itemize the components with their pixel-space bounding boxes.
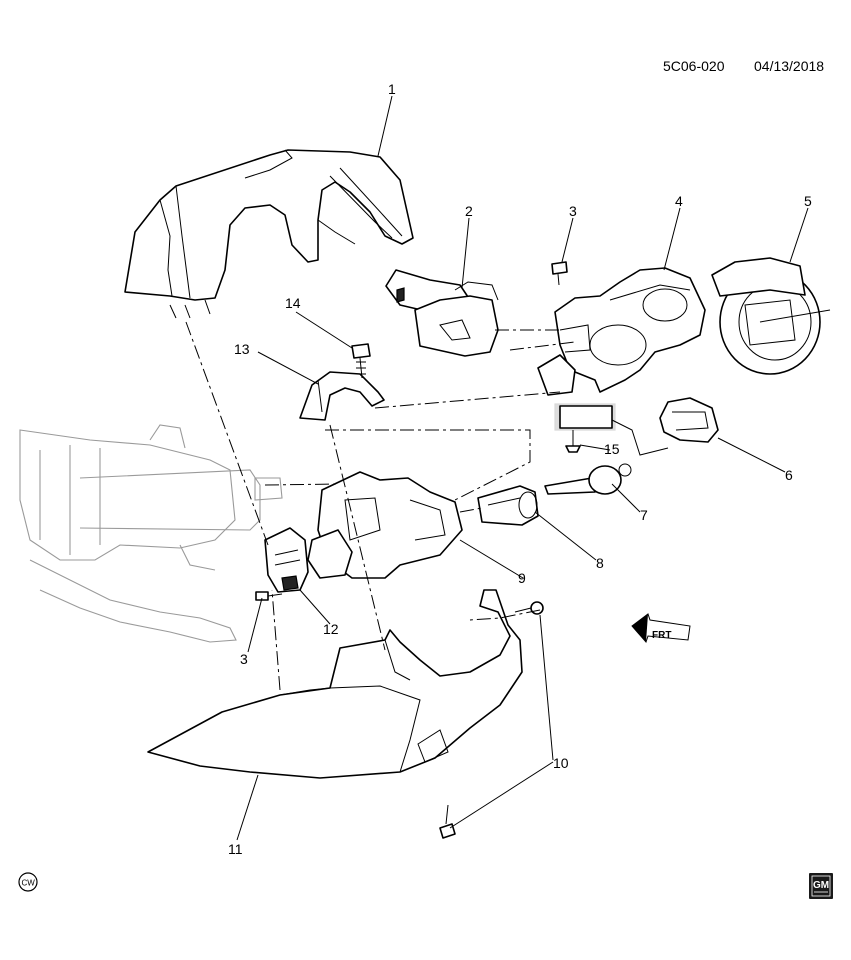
callout-5: 5 [804,193,812,209]
gm-logo-text: GM [813,880,829,891]
callout-6: 6 [785,467,793,483]
callout-1: 1 [388,81,396,97]
upper-trim-cover [124,149,414,319]
reference-code: 5C06-020 [663,58,725,74]
callout-3-lower: 3 [240,651,248,667]
callout-3-upper: 3 [569,203,577,219]
multifunction-switch [385,269,499,357]
front-direction-arrow: FRT [631,613,691,643]
gm-logo: GM [809,873,833,899]
steering-column-ghost [19,424,283,643]
immobilizer-antenna [554,397,719,456]
bolt-10-lower [439,804,456,839]
ignition-switch [264,527,309,593]
cw-mark: CW [18,872,38,892]
ignition-housing [307,471,463,579]
callout-labels: 1 2 3 4 5 13 14 15 6 7 8 9 12 3 10 11 [228,81,812,857]
callout-13: 13 [234,341,250,357]
ignition-key [544,463,632,495]
callout-2: 2 [465,203,473,219]
screw-15 [565,430,581,453]
lock-cylinder [477,485,539,526]
screw-3-upper [551,261,568,286]
alignment-lines [185,321,576,691]
callout-7: 7 [640,507,648,523]
callout-10: 10 [553,755,569,771]
callout-12: 12 [323,621,339,637]
callout-15: 15 [604,441,620,457]
callout-9: 9 [518,570,526,586]
front-arrow-label: FRT [652,630,671,641]
callout-14: 14 [285,295,301,311]
callout-11: 11 [228,841,243,857]
screw-14 [351,343,371,379]
callout-4: 4 [675,193,683,209]
lower-trim-cover [147,589,523,779]
leader-lines [236,95,809,841]
wire-bracket [299,371,385,421]
cw-mark-text: CW [22,879,36,888]
screw-3-lower [255,591,283,601]
diagram-date: 04/13/2018 [754,58,824,74]
clockspring [711,257,831,375]
callout-8: 8 [596,555,604,571]
switch-housing-assembly [537,267,706,396]
